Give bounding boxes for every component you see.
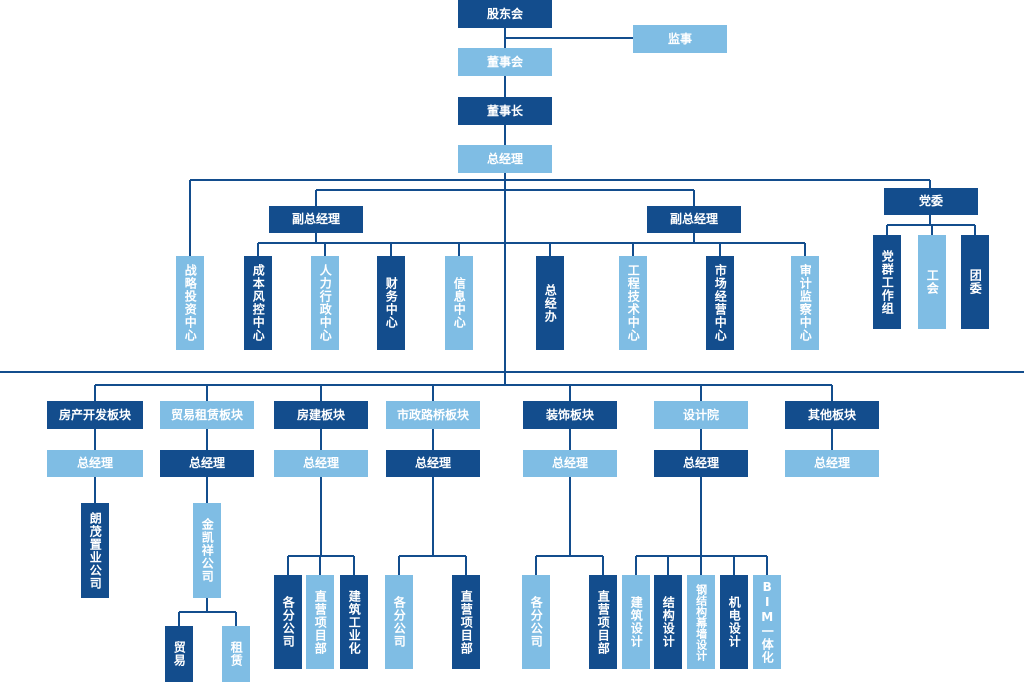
chairman-box: 董事长 [458, 97, 552, 125]
engineering-center-box: 工程技术中心 [619, 256, 647, 350]
building-branches-box: 各分公司 [274, 575, 302, 669]
hr-admin-center-box: 人力行政中心 [311, 256, 339, 350]
shareholders-box: 股东会 [458, 0, 552, 28]
vice-gm-left-box: 副总经理 [269, 206, 363, 233]
vice-gm-right-box: 副总经理 [647, 206, 741, 233]
strategy-center-box: 战略投资中心 [176, 256, 204, 350]
board-box: 董事会 [458, 48, 552, 76]
building-industrialization-box: 建筑工业化 [340, 575, 368, 669]
decoration-direct-projects-box: 直营项目部 [589, 575, 617, 669]
segment-design-title: 设计院 [654, 401, 748, 429]
segment-building-title: 房建板块 [274, 401, 368, 429]
info-center-box: 信息中心 [445, 256, 473, 350]
structural-design-box: 结构设计 [654, 575, 682, 669]
segment-municipal-gm: 总经理 [386, 450, 480, 477]
langmao-company-box: 朗茂置业公司 [81, 503, 109, 598]
supervisor-box: 监事 [633, 25, 727, 53]
segment-trade-lease-gm: 总经理 [160, 450, 254, 477]
municipal-direct-projects-box: 直营项目部 [452, 575, 480, 669]
mep-design-box: 机电设计 [720, 575, 748, 669]
cost-risk-center-box: 成本风控中心 [244, 256, 272, 350]
segment-decoration-title: 装饰板块 [523, 401, 617, 429]
segment-municipal-title: 市政路桥板块 [386, 401, 480, 429]
segment-decoration-gm: 总经理 [523, 450, 617, 477]
architectural-design-box: 建筑设计 [622, 575, 650, 669]
lease-box: 租赁 [222, 626, 250, 682]
general-manager-box: 总经理 [458, 145, 552, 173]
segment-other-gm: 总经理 [785, 450, 879, 477]
segment-building-gm: 总经理 [274, 450, 368, 477]
segment-real-estate-title: 房产开发板块 [47, 401, 143, 429]
building-direct-projects-box: 直营项目部 [306, 575, 334, 669]
youth-league-box: 团委 [961, 235, 989, 329]
union-box: 工会 [918, 235, 946, 329]
steel-curtain-wall-design-box: 钢结构幕墙设计 [687, 575, 715, 669]
party-group-box: 党群工作组 [873, 235, 901, 329]
gm-office-box: 总经办 [536, 256, 564, 350]
marketing-center-box: 市场经营中心 [706, 256, 734, 350]
jinkaixiang-company-box: 金凯祥公司 [193, 503, 221, 598]
trade-box: 贸易 [165, 626, 193, 682]
municipal-branches-box: 各分公司 [385, 575, 413, 669]
bim-integration-box: BIM一体化 [753, 575, 781, 669]
finance-center-box: 财务中心 [377, 256, 405, 350]
segment-design-gm: 总经理 [654, 450, 748, 477]
segment-other-title: 其他板块 [785, 401, 879, 429]
segment-trade-lease-title: 贸易租赁板块 [160, 401, 254, 429]
party-committee-box: 党委 [884, 188, 978, 215]
segment-real-estate-gm: 总经理 [47, 450, 143, 477]
audit-center-box: 审计监察中心 [791, 256, 819, 350]
decoration-branches-box: 各分公司 [522, 575, 550, 669]
